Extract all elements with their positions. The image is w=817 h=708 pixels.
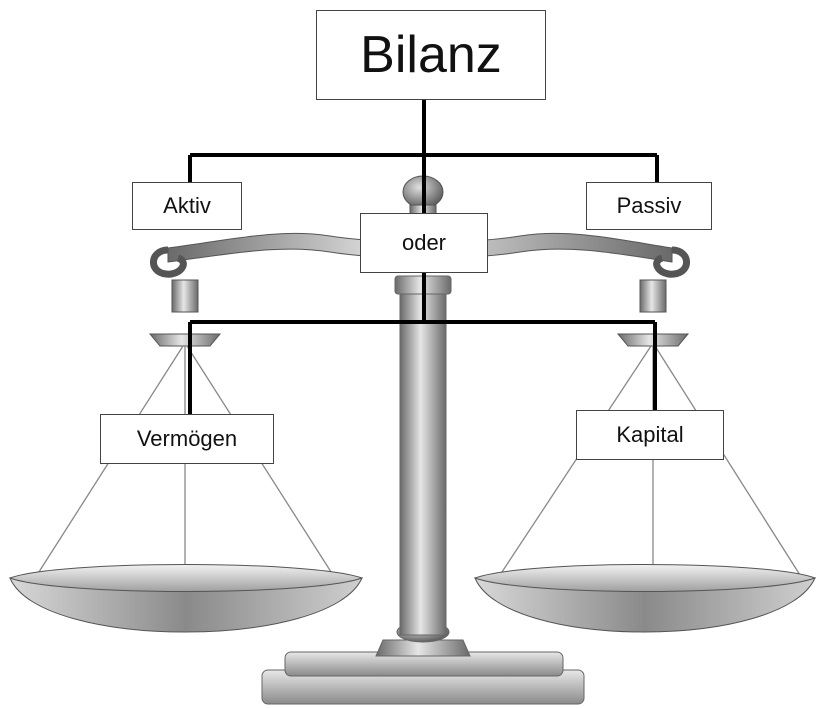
connector-lines [188, 100, 659, 414]
vermoegen-label: Vermögen [136, 426, 238, 451]
passiv-label: Passiv [616, 193, 682, 218]
diagram-title: Bilanz [360, 26, 502, 84]
title-box: Bilanz [316, 10, 546, 100]
oder-box: oder [360, 213, 488, 273]
vermoegen-box: Vermögen [100, 414, 274, 464]
left-pan [9, 345, 363, 633]
passiv-box: Passiv [586, 182, 712, 230]
kapital-box: Kapital [576, 410, 724, 460]
aktiv-box: Aktiv [132, 182, 242, 230]
scale-base [261, 621, 585, 705]
aktiv-label: Aktiv [163, 193, 211, 218]
right-pan [474, 345, 816, 633]
oder-label: oder [401, 230, 447, 255]
scale-pillar [394, 275, 452, 636]
kapital-label: Kapital [616, 422, 684, 447]
